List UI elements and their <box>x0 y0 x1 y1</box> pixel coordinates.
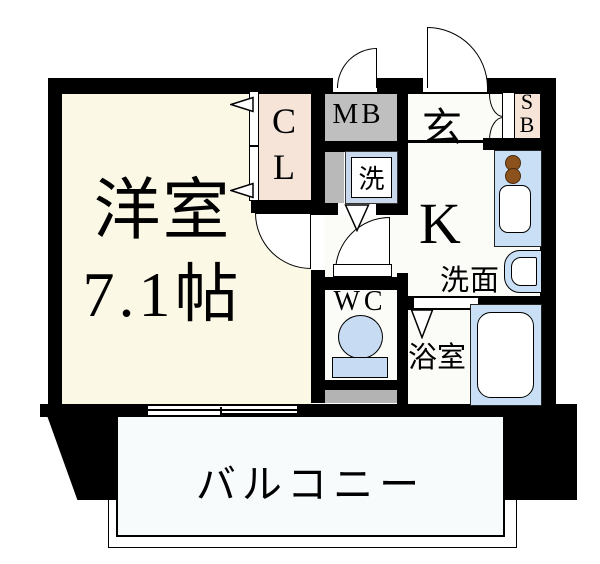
bath-door-opening <box>414 298 478 308</box>
entrance-door-swing-arc <box>427 27 488 88</box>
wall-left <box>48 78 62 410</box>
mb-door-swing-arc <box>337 48 377 88</box>
window-sash-line <box>220 413 297 415</box>
hall-door-swing-arc <box>335 217 390 272</box>
window-sash-tick <box>220 407 222 415</box>
closet-door-triangle-icon <box>230 96 254 113</box>
label-shoe-box-line2: B <box>519 112 535 137</box>
kitchen-sink-icon <box>499 185 531 233</box>
wall-under-closet <box>251 200 325 213</box>
room-balcony <box>116 410 505 537</box>
label-living-size: 7.1帖 <box>82 259 243 330</box>
label-closet: C L <box>253 98 315 190</box>
corner-block-bottom-right <box>505 404 577 500</box>
label-balcony: バルコニー <box>195 462 426 507</box>
bath-door-triangle-icon <box>410 309 434 339</box>
label-washer: 洗 <box>358 165 385 194</box>
wall-mb-bottom <box>318 141 400 152</box>
room-shoe-box <box>512 88 542 140</box>
living-door-opening <box>311 215 325 270</box>
label-entrance: 玄 <box>422 105 462 150</box>
washer-space-inner: 洗 <box>351 157 392 198</box>
label-wc: WC <box>333 286 387 317</box>
wall-kitchen-column <box>397 78 408 213</box>
wall-wc-top <box>325 277 408 290</box>
wall-right <box>540 78 556 404</box>
corner-wedge-bottom-left <box>45 410 117 500</box>
toilet-tank-icon <box>332 357 388 378</box>
stove-burner-icon <box>505 168 521 184</box>
closet-door-divider <box>250 145 258 147</box>
closet-door-triangle-icon <box>230 182 254 199</box>
label-shoe-box-line1: S <box>520 89 534 114</box>
room-closet <box>253 88 315 202</box>
label-closet-line1: C <box>271 101 296 141</box>
label-washroom: 洗面 <box>439 265 500 297</box>
label-kitchen: K <box>419 191 461 256</box>
label-bathroom: 浴室 <box>407 342 466 374</box>
hall-door-leaf <box>333 264 392 277</box>
label-closet-line2: L <box>273 147 295 187</box>
window-sash-line <box>148 409 297 411</box>
label-meter-box: MB <box>332 98 384 130</box>
entrance-step-line <box>405 140 505 143</box>
label-shoe-box: S B <box>512 90 542 136</box>
washer-door-triangle-icon <box>344 204 370 232</box>
shoebox-door-leaf <box>502 92 515 139</box>
wall-bath-column <box>397 273 408 404</box>
washbasin-bowl-icon <box>511 257 537 286</box>
window-sliding <box>148 404 297 417</box>
room-meter-box <box>316 86 400 144</box>
bathtub-icon <box>477 312 534 398</box>
pipe-space <box>322 150 344 205</box>
wall-wc-bottom <box>325 380 397 390</box>
label-living-name: 洋室 <box>93 174 232 248</box>
toilet-bowl-icon <box>338 315 383 359</box>
wc-service-strip <box>325 388 397 403</box>
